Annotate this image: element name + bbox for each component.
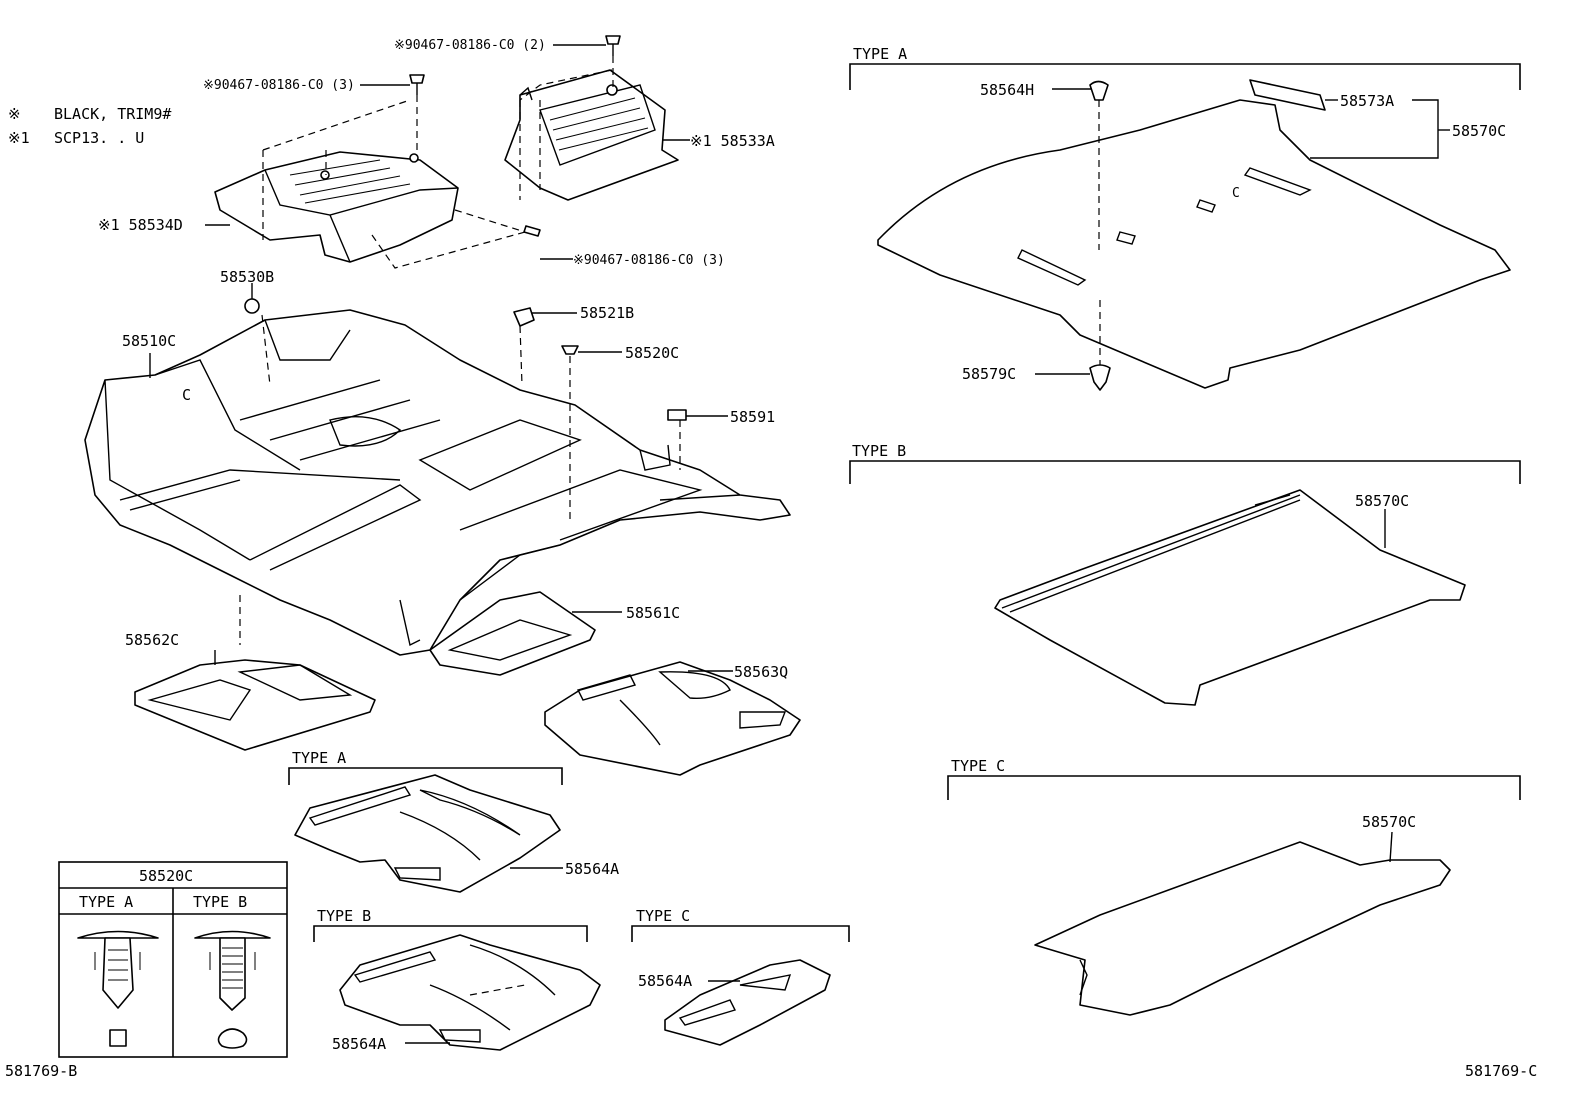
mat-type-b-group: TYPE B: [313, 907, 601, 1051]
label-58579C: 58579C: [962, 365, 1016, 383]
clip-58530B-icon: [244, 298, 260, 314]
label-58520C: 58520C: [625, 344, 679, 362]
console-fasteners: [262, 35, 621, 269]
retainer-58573A-icon: [1249, 79, 1326, 111]
mat-type-c-heading: TYPE C: [636, 907, 690, 925]
label-58570C-type-a: 58570C: [1452, 122, 1506, 140]
mat-type-c-group: TYPE C: [631, 907, 850, 1046]
floor-mat-58563Q: [544, 661, 801, 776]
mat-type-a-heading: TYPE A: [292, 749, 346, 767]
cover-type-c-group: TYPE C: [947, 757, 1521, 1016]
bolt-icon: [409, 74, 425, 84]
label-58521B: 58521B: [580, 304, 634, 322]
label-58564A-type-a: 58564A: [565, 860, 619, 878]
cover-type-c-heading: TYPE C: [951, 757, 1005, 775]
leader-lines: [149, 44, 1450, 1044]
label-bolt-left: ※90467-08186-C0 (3): [203, 78, 355, 93]
label-58564A-type-b: 58564A: [332, 1035, 386, 1053]
label-58563Q: 58563Q: [734, 663, 788, 681]
notes-legend: ※ BLACK, TRIM9# ※1 SCP13. . U: [8, 105, 171, 147]
diagram-id-right: 581769-C: [1465, 1062, 1537, 1080]
label-58534D: ※1 58534D: [98, 216, 183, 234]
label-58564H: 58564H: [980, 81, 1034, 99]
floor-mark-c: C: [182, 386, 191, 404]
clip-table-col-a: TYPE A: [79, 893, 133, 911]
cover-a-mark-c: C: [1232, 186, 1240, 201]
mat-type-a-group: TYPE A: [288, 749, 563, 893]
clip-type-b-icon: [194, 930, 271, 1049]
note-mark-2: ※1: [8, 129, 30, 147]
clip-58520C-icon: [561, 345, 579, 355]
label-bolt-top: ※90467-08186-C0 (2): [394, 38, 546, 53]
label-bolt-right: ※90467-08186-C0 (3): [573, 253, 725, 268]
label-58564A-type-c: 58564A: [638, 972, 692, 990]
cover-type-b-group: TYPE B: [849, 442, 1521, 706]
floor-carpet-58510C: [84, 309, 791, 656]
clip-type-a-icon: [77, 930, 159, 1047]
label-58561C: 58561C: [626, 604, 680, 622]
floor-clips: [239, 292, 687, 645]
cover-type-b-heading: TYPE B: [852, 442, 906, 460]
clip-58521B-icon: [513, 307, 535, 327]
clip-table-58520C: 58520C TYPE A TYPE B: [58, 861, 288, 1058]
floor-mat-58561C: [429, 591, 596, 676]
label-58573A: 58573A: [1340, 92, 1394, 110]
clip-table-col-b: TYPE B: [193, 893, 247, 911]
bolt-icon: [605, 35, 621, 45]
clip-58591-icon: [667, 409, 687, 421]
label-58530B: 58530B: [220, 268, 274, 286]
clip-table-title: 58520C: [139, 867, 193, 885]
note-text-1: BLACK, TRIM9#: [54, 105, 171, 123]
cover-type-a-group: TYPE A C: [849, 45, 1521, 391]
floor-mat-58562C: [134, 659, 376, 751]
label-58570C-type-b: 58570C: [1355, 492, 1409, 510]
note-mark-1: ※: [8, 105, 21, 123]
label-58562C: 58562C: [125, 631, 179, 649]
mat-type-b-heading: TYPE B: [317, 907, 371, 925]
label-58570C-type-c: 58570C: [1362, 813, 1416, 831]
bolt-icon: [523, 225, 541, 237]
console-box-58534D: [214, 151, 459, 263]
label-58510C: 58510C: [122, 332, 176, 350]
clip-58579C-icon: [1089, 364, 1111, 391]
label-58533A: ※1 58533A: [690, 132, 775, 150]
console-box-58533A: [504, 69, 679, 201]
part-labels: ※90467-08186-C0 (2) ※90467-08186-C0 (3) …: [98, 38, 1506, 1053]
label-58591: 58591: [730, 408, 775, 426]
diagram-id-left: 581769-B: [5, 1062, 77, 1080]
note-text-2: SCP13. . U: [54, 129, 144, 147]
clip-58564H-icon: [1089, 80, 1109, 101]
cover-type-a-heading: TYPE A: [853, 45, 907, 63]
